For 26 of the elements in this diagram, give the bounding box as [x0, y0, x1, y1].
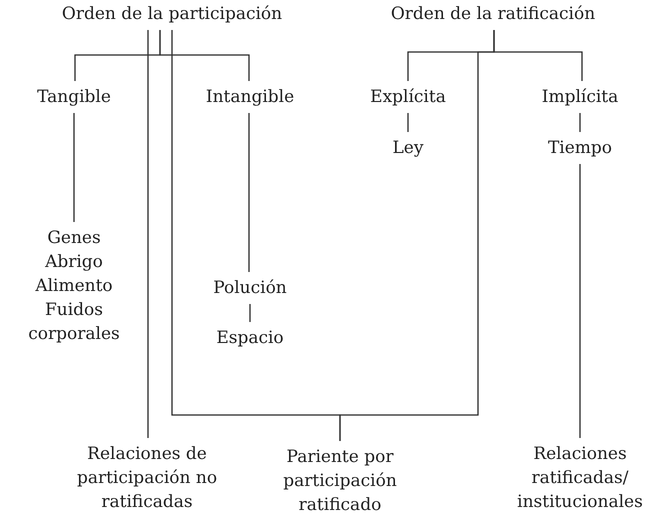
node-label: Relaciones de participación no ratificadas	[76, 443, 218, 514]
connector-line	[248, 113, 250, 272]
node-label: Tiempo	[548, 137, 612, 160]
node-label: Implícita	[542, 86, 618, 109]
node-label: Polución	[213, 277, 287, 300]
node-label: Relaciones ratificadas/ institucionales	[516, 443, 644, 514]
node-label: Alimento	[34, 275, 114, 298]
connector-line	[249, 304, 251, 322]
connector-line	[493, 30, 583, 81]
node-label: Pariente por participación ratificado	[282, 446, 398, 517]
node-label: Orden de la ratificación	[390, 3, 596, 26]
connector-line	[73, 113, 75, 222]
connector-line	[159, 30, 250, 81]
connector-line	[579, 113, 581, 132]
node-label: Ley	[392, 137, 424, 160]
node-label: Explícita	[370, 86, 446, 109]
connector-line	[407, 113, 409, 132]
node-label: Genes	[46, 227, 102, 250]
node-label: Espacio	[216, 327, 284, 350]
node-label: Abrigo	[44, 251, 104, 274]
node-label: Fuidos corporales	[27, 299, 121, 346]
node-label: Intangible	[206, 86, 294, 109]
node-label: Orden de la participación	[62, 3, 282, 26]
connector-line	[579, 164, 581, 438]
node-label: Tangible	[37, 86, 111, 109]
connector-line	[147, 30, 149, 438]
